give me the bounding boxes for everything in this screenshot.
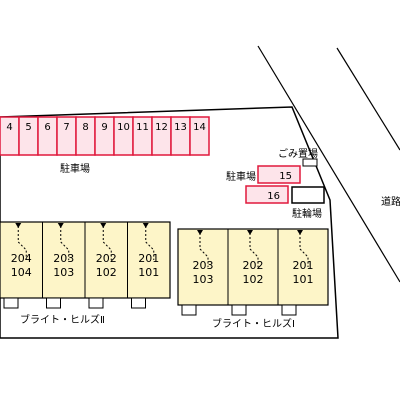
unit-storage-box — [88, 297, 104, 309]
parking-space-number: 14 — [193, 122, 206, 133]
building-outline — [177, 228, 329, 306]
entry-path — [199, 233, 209, 267]
unit-number-lower: 103 — [193, 273, 214, 286]
building-1-name: ブライト・ヒルズⅠ — [212, 317, 295, 330]
unit-number-upper: 204 — [11, 252, 32, 265]
unit-storage-box — [131, 297, 146, 309]
parking-space-number: 11 — [136, 122, 149, 133]
entry-arrow-icon — [57, 223, 64, 228]
parking-side-label: 駐車場 — [226, 170, 256, 183]
parking-space-number: 8 — [82, 122, 88, 133]
parking-space: 6 — [37, 116, 58, 156]
lot-boundary — [0, 106, 339, 339]
unit-number-lower: 104 — [11, 266, 32, 279]
unit-storage-box — [46, 297, 61, 309]
parking-space: 15 — [257, 165, 301, 184]
parking-space-number: 7 — [63, 122, 69, 133]
unit-storage-box — [181, 304, 197, 316]
parking-space-number: 6 — [44, 122, 50, 133]
parking-space: 5 — [18, 116, 39, 156]
unit-number-upper: 201 — [293, 259, 314, 272]
parking-space: 7 — [56, 116, 77, 156]
unit-number-upper: 203 — [53, 252, 74, 265]
parking-space: 11 — [132, 116, 153, 156]
unit-number-lower: 103 — [53, 266, 74, 279]
unit-storage-box — [231, 304, 247, 316]
parking-space-number: 12 — [155, 122, 168, 133]
parking-space: 13 — [170, 116, 191, 156]
unit-number-upper: 201 — [138, 252, 159, 265]
unit-number-upper: 202 — [96, 252, 117, 265]
unit-number-lower: 101 — [293, 273, 314, 286]
parking-space-number: 15 — [279, 171, 292, 182]
entry-path — [102, 226, 112, 260]
parking-main-label: 駐車場 — [60, 162, 90, 175]
parking-space: 14 — [189, 116, 210, 156]
garbage-area-label: ごみ置場 — [278, 147, 318, 160]
entry-path — [145, 226, 155, 260]
entry-path — [299, 233, 309, 267]
entry-arrow-icon — [15, 223, 22, 228]
unit-number-upper: 202 — [243, 259, 264, 272]
road-lines — [257, 45, 400, 283]
entry-arrow-icon — [297, 230, 303, 235]
parking-space: 9 — [94, 116, 115, 156]
entry-arrow-icon — [142, 223, 149, 228]
parking-space: 10 — [113, 116, 134, 156]
parking-space-number: 4 — [6, 122, 12, 133]
parking-row-main: 4 5 6 7 8 9 10 11 12 13 14 — [0, 116, 210, 156]
bicycle-parking-label: 駐輪場 — [292, 207, 322, 220]
parking-space-number: 13 — [174, 122, 187, 133]
garbage-area — [302, 158, 318, 167]
unit-storage-box — [281, 304, 297, 316]
parking-space-number: 5 — [25, 122, 31, 133]
parking-space-number: 9 — [101, 122, 107, 133]
unit-number-upper: 203 — [193, 259, 214, 272]
parking-space: 8 — [75, 116, 96, 156]
parking-space-number: 16 — [267, 191, 280, 202]
parking-space: 12 — [151, 116, 172, 156]
parking-space: 4 — [0, 116, 20, 156]
unit-number-lower: 102 — [243, 273, 264, 286]
unit-number-lower: 102 — [96, 266, 117, 279]
entry-path — [17, 226, 27, 260]
parking-space: 16 — [245, 185, 289, 204]
unit-storage-box — [3, 297, 19, 309]
entry-arrow-icon — [100, 223, 107, 228]
bicycle-parking — [291, 186, 325, 204]
building-2-name: ブライト・ヒルズⅡ — [20, 313, 105, 326]
road-label: 道路 — [381, 195, 400, 208]
entry-arrow-icon — [197, 230, 203, 235]
parking-space-number: 10 — [117, 122, 130, 133]
entry-path — [249, 233, 259, 267]
unit-number-lower: 101 — [138, 266, 159, 279]
entry-arrow-icon — [247, 230, 253, 235]
entry-path — [60, 226, 70, 260]
